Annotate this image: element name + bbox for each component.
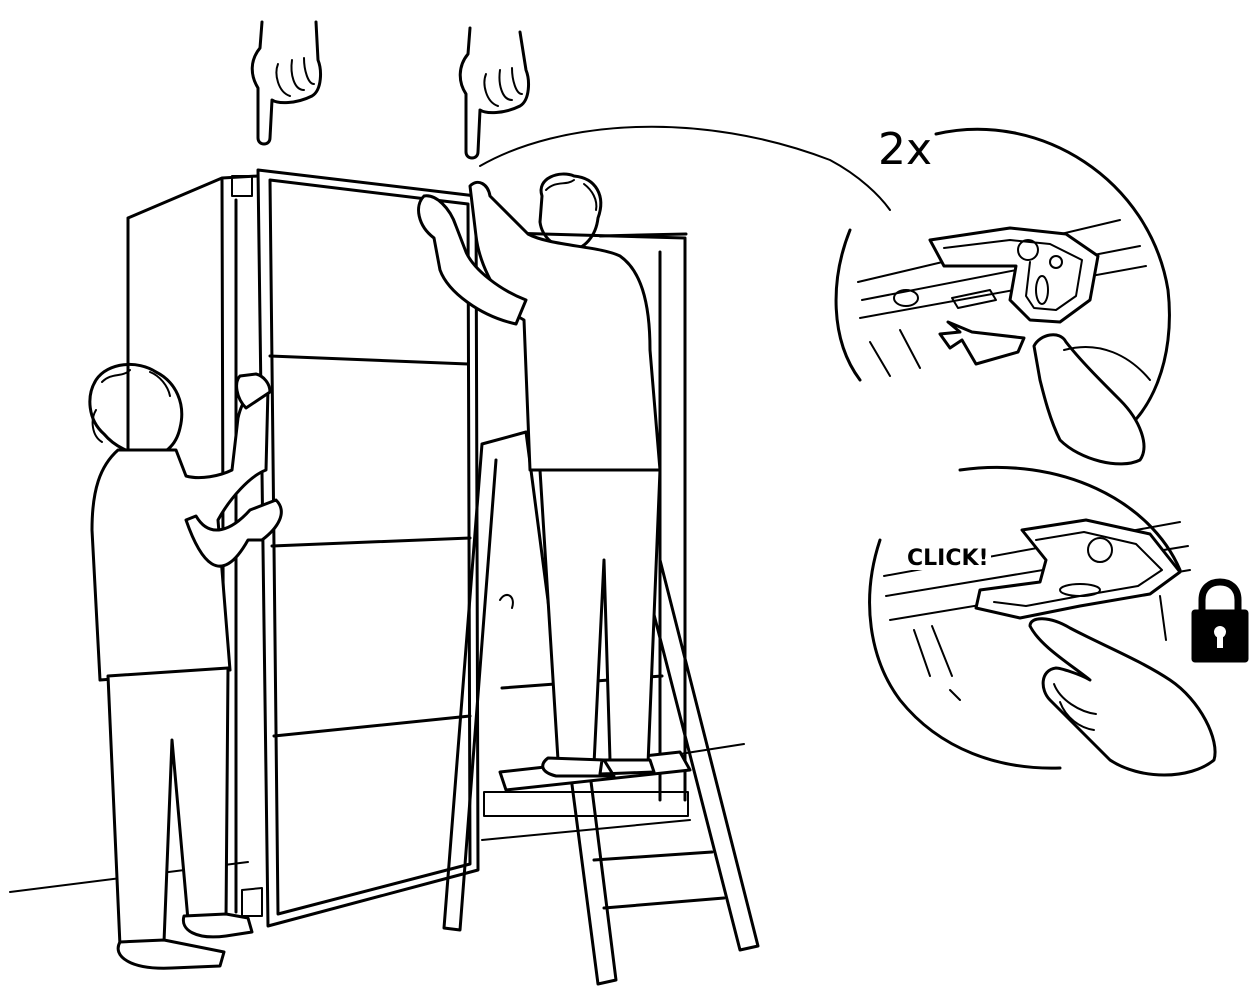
sliding-door-panel (256, 168, 480, 928)
hand-icon-right (458, 26, 530, 160)
repeat-count-label: 2x (878, 124, 933, 175)
person-on-ladder (417, 172, 662, 778)
callout-connector (479, 125, 891, 211)
hand-icon-left (250, 20, 322, 146)
detail-circle-lock (868, 465, 1217, 777)
lock-icon (1191, 578, 1249, 663)
wardrobe-frame (126, 174, 691, 917)
detail-circle-insert (834, 127, 1171, 466)
click-sound-label: CLICK! (905, 546, 991, 571)
person-on-floor (88, 362, 283, 970)
